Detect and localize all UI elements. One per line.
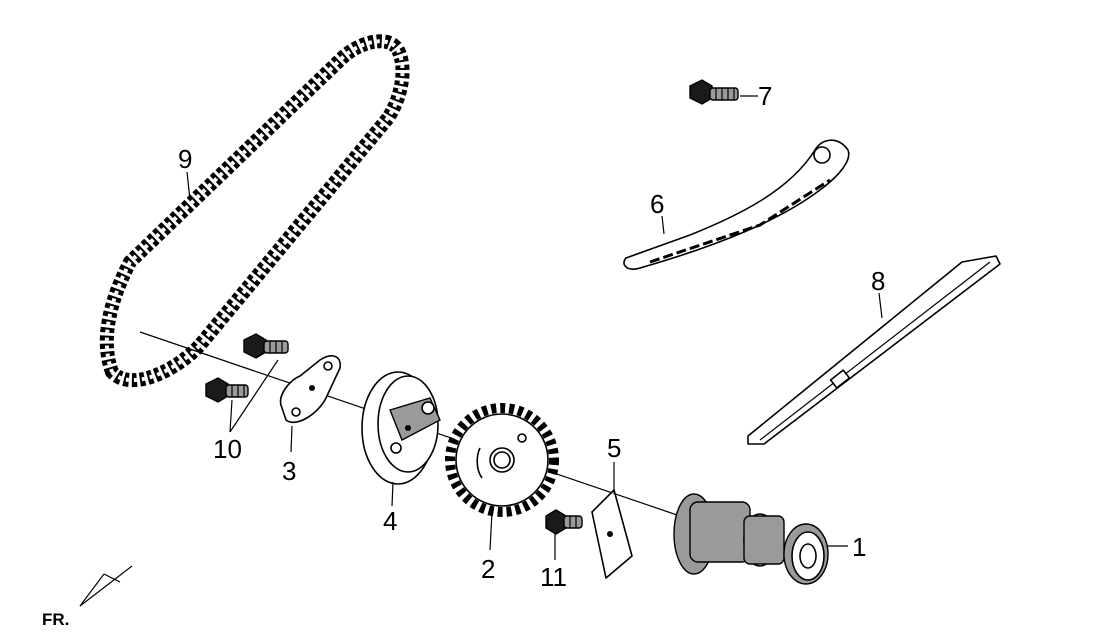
timing-chain-part <box>99 34 410 388</box>
callout-label-7: 7 <box>758 81 772 111</box>
bolt-10-upper-part <box>243 333 289 359</box>
callout-label-3: 3 <box>282 456 296 486</box>
lock-plate-part <box>279 355 342 423</box>
chain-guide-part <box>747 255 1001 445</box>
callout-label-11: 11 <box>540 562 567 592</box>
camshaft-part <box>673 493 829 585</box>
bolt-11-part <box>545 509 583 535</box>
callout-label-8: 8 <box>871 266 885 296</box>
washer-plate-part <box>591 489 633 579</box>
bolt-10-lower-part <box>205 377 249 403</box>
front-orientation-label: FR. <box>42 610 69 629</box>
callout-label-5: 5 <box>607 433 621 463</box>
chain-tensioner-guide-part <box>623 139 850 270</box>
callout-label-2: 2 <box>481 554 495 584</box>
callout-label-10: 10 <box>213 434 242 464</box>
leader-lines <box>186 95 883 560</box>
callout-label-4: 4 <box>383 506 397 536</box>
callout-label-9: 9 <box>178 144 192 174</box>
callout-label-6: 6 <box>650 189 664 219</box>
callout-label-1: 1 <box>852 532 866 562</box>
decompressor-part <box>361 371 441 485</box>
cam-sprocket-part <box>445 403 559 517</box>
bolt-7-part <box>689 79 739 105</box>
front-orientation-arrow-icon <box>79 565 133 607</box>
